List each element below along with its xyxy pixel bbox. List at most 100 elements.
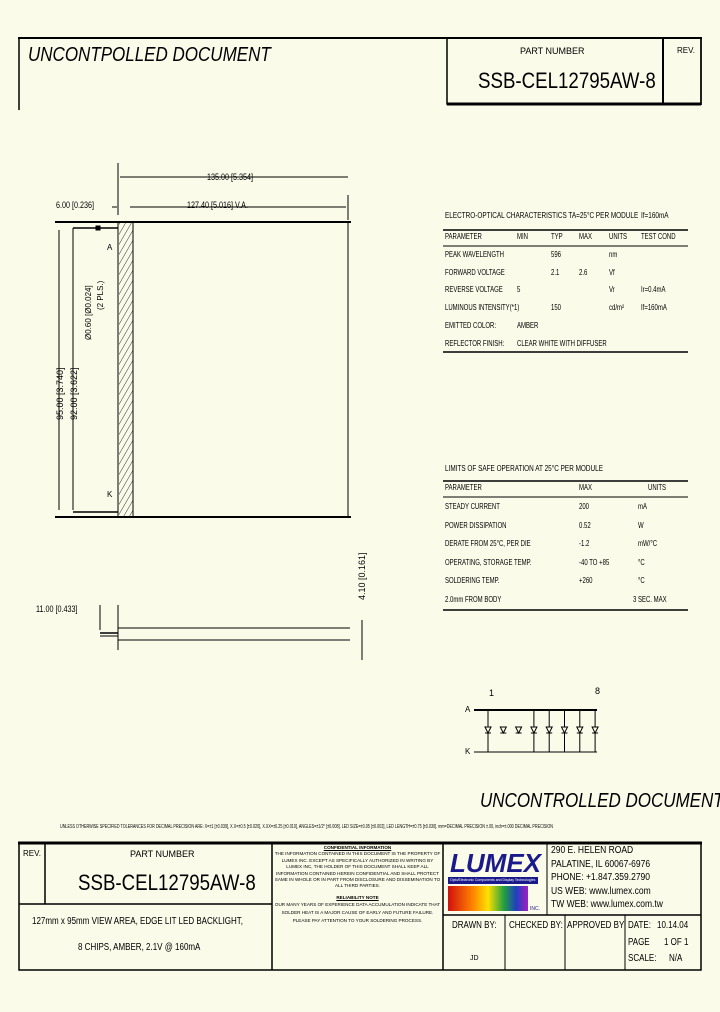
reflector-label: REFLECTOR FINISH: xyxy=(445,339,505,348)
logo-tagline: Opto/Electronic Components and Display T… xyxy=(450,878,536,882)
part-number-label: PART NUMBER xyxy=(520,46,585,56)
col-units: UNITS xyxy=(609,232,627,241)
us-web-link[interactable]: US WEB: www.lumex.com xyxy=(551,885,651,897)
dim-thickness: 4.10 [0.161] xyxy=(357,552,367,600)
svg-text:INC.: INC. xyxy=(530,906,540,912)
dim-pin-length: 11.00 [0.433] xyxy=(36,604,78,614)
tw-web-link[interactable]: TW WEB: www.lumex.com.tw xyxy=(551,899,663,910)
dim-left-offset: 6.00 [0.236] xyxy=(56,200,95,210)
safe-op-cell: POWER DISSIPATION xyxy=(445,520,507,530)
emitted-color: AMBER xyxy=(517,321,539,330)
safe-op-table-row: 2.0mm FROM BODY 3 SEC. MAX xyxy=(443,595,688,609)
date-label: DATE: xyxy=(628,920,651,931)
diode-symbol xyxy=(591,710,599,752)
dim-overall-width: 135.00 [5.354] xyxy=(207,172,254,182)
scale-label: SCALE: xyxy=(628,953,657,964)
eo-title: ELECTRO-OPTICAL CHARACTERISTICS TA=25°C … xyxy=(445,211,639,220)
eo-cell: REVERSE VOLTAGE xyxy=(445,285,503,294)
drawn-by-label: DRAWN BY: xyxy=(452,920,497,931)
phone: PHONE: +1.847.359.2790 xyxy=(551,872,651,883)
reliability-title: RELIABILITY NOTE xyxy=(336,894,379,900)
eo-cell: Vr xyxy=(609,285,615,294)
company-address: 290 E. HELEN ROAD PALATINE, IL 60067-697… xyxy=(551,844,663,912)
tb-rev-label: REV. xyxy=(23,849,41,858)
uncontrolled-watermark: UNCONTPOLLED DOCUMENT xyxy=(28,44,271,66)
title-block-lines xyxy=(18,841,702,971)
safe-op-table-row: OPERATING, STORAGE TEMP. -40 TO +85 °C xyxy=(443,558,688,572)
lumex-logo: LUMEX INC. xyxy=(448,848,543,912)
page: 1 OF 1 xyxy=(664,937,689,948)
confidential-block: CONFIDENTIAL INFORMATION THE INFORMATION… xyxy=(274,845,441,925)
eo-cell: FORWARD VOLTAGE xyxy=(445,267,505,277)
col-parameter: PARAMETER xyxy=(445,232,482,241)
eo-cell: Vf xyxy=(609,267,615,277)
safe-op-cell: -40 TO +85 xyxy=(579,557,610,567)
col-max: MAX xyxy=(579,232,593,241)
address-line2: PALATINE, IL 60067-6976 xyxy=(551,858,651,870)
col-parameter: PARAMETER xyxy=(445,483,482,492)
safe-op-cell: mA xyxy=(638,502,647,511)
svg-text:LUMEX: LUMEX xyxy=(450,848,543,878)
tolerance-note: UNLESS OTHERWISE SPECIFIED TOLERANCES FO… xyxy=(60,824,554,830)
col-max: MAX xyxy=(579,483,593,492)
checked-by-label: CHECKED BY: xyxy=(509,920,563,931)
eo-cell: 5 xyxy=(517,285,521,294)
col-test-cond: TEST COND xyxy=(641,232,676,241)
dim-overall-height: 95.00 [3.740] xyxy=(55,367,65,420)
tb-part-number-label: PART NUMBER xyxy=(130,849,195,859)
safe-op-cell: +260 xyxy=(579,576,593,585)
diode-symbol xyxy=(575,710,584,752)
eo-cell: 2.1 xyxy=(551,267,560,277)
scale: N/A xyxy=(669,953,683,964)
diode-symbol xyxy=(484,710,492,752)
anode-label: A xyxy=(465,705,471,714)
page-label: PAGE xyxy=(628,937,650,948)
electro-optical-table: ELECTRO-OPTICAL CHARACTERISTICS TA=25°C … xyxy=(443,208,688,358)
date: 10.14.04 xyxy=(657,920,689,931)
table-rules xyxy=(443,229,688,611)
dim-view-area-width: 127.40 [5.016] V.A. xyxy=(187,200,248,210)
tb-description-line1: 127mm x 95mm VIEW AREA, EDGE LIT LED BAC… xyxy=(32,916,244,927)
diode-symbol xyxy=(499,726,508,735)
diode-symbol xyxy=(545,710,554,752)
safe-op-cell: STEADY CURRENT xyxy=(445,502,500,511)
tb-part-number: SSB-CEL12795AW-8 xyxy=(78,870,256,895)
safe-op-table-row: SOLDERING TEMP. +260 °C xyxy=(443,576,688,590)
pin-last-label: 8 xyxy=(595,686,601,696)
emitted-color-label: EMITTED COLOR: xyxy=(445,321,497,330)
front-view xyxy=(55,163,363,660)
reflector: CLEAR WHITE WITH DIFFUSER xyxy=(517,339,607,348)
reliability-text: OUR MANY YEARS OF EXPERIENCE DATA ACCUMU… xyxy=(274,902,441,924)
safe-op-cell: 2.0mm FROM BODY xyxy=(445,594,502,604)
rev-label: REV. xyxy=(677,46,695,55)
safe-op-cell: DERATE FROM 25°C, PER DIE xyxy=(445,539,531,548)
safe-operation-table: LIMITS OF SAFE OPERATION AT 25°C PER MOD… xyxy=(443,462,688,612)
eo-cell: nm xyxy=(609,250,618,259)
safe-op-cell: °C xyxy=(638,576,645,585)
eo-cell: If=160mA xyxy=(641,302,667,312)
eo-reflector-row: REFLECTOR FINISH: CLEAR WHITE WITH DIFFU… xyxy=(443,339,688,353)
safe-op-cell: 3 SEC. MAX xyxy=(633,594,667,604)
tb-description-line2: 8 CHIPS, AMBER, 2.1V @ 160mA xyxy=(78,942,201,953)
dim-view-area-height: 92.00 [3.622] xyxy=(69,367,79,420)
sheet-border xyxy=(18,37,702,110)
eo-header-row: PARAMETER MIN TYP MAX UNITS TEST COND xyxy=(443,232,688,246)
uncontrolled-stamp: UNCONTROLLED DOCUMENT xyxy=(480,790,720,812)
safe-op-header-row: PARAMETER MAX UNITS xyxy=(443,483,688,497)
eo-emitted-color-row: EMITTED COLOR: AMBER xyxy=(443,321,688,335)
part-number: SSB-CEL12795AW-8 xyxy=(478,68,656,93)
safe-op-cell: SOLDERING TEMP. xyxy=(445,576,500,585)
label-anode: A xyxy=(107,243,113,252)
label-cathode: K xyxy=(107,490,113,499)
circuit-schematic xyxy=(474,709,599,753)
pin-first-label: 1 xyxy=(489,688,495,698)
safe-op-cell: -1.2 xyxy=(579,539,590,548)
eo-cell: PEAK WAVELENGTH xyxy=(445,250,505,259)
safe-op-cell: OPERATING, STORAGE TEMP. xyxy=(445,557,532,567)
safe-op-cell: °C xyxy=(638,557,645,567)
